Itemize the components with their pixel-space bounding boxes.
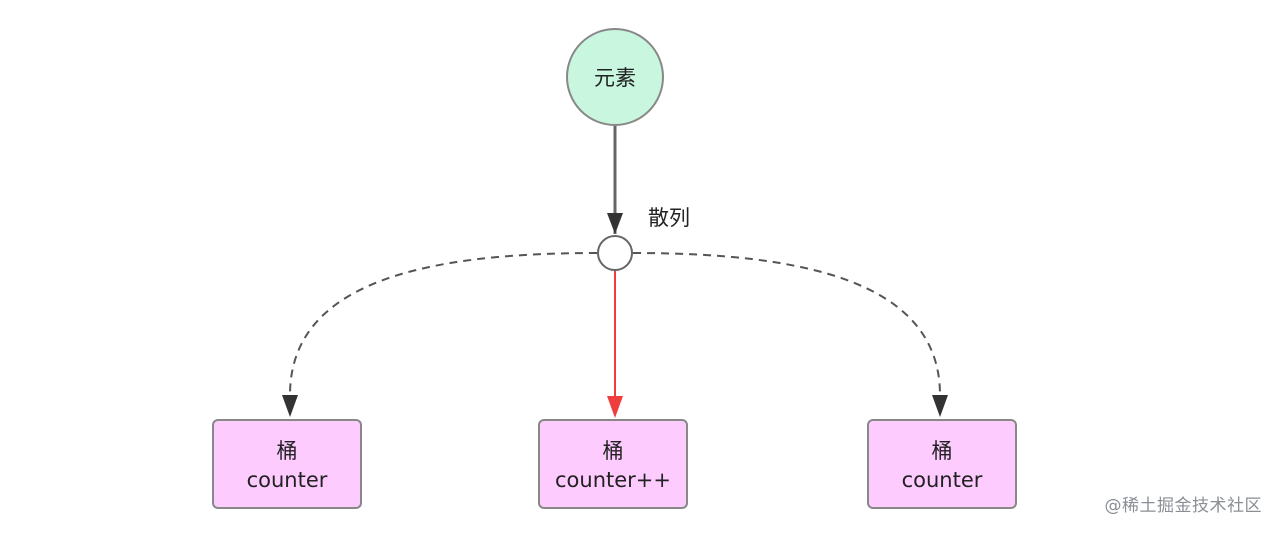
bucket-right-title: 桶 [932,439,953,463]
bucket-right: 桶 counter [867,419,1017,509]
bucket-left-title: 桶 [277,439,298,463]
bucket-right-value: counter [902,468,983,492]
bucket-left-value: counter [247,468,328,492]
hash-to-middle-arrowhead [607,396,623,418]
bucket-left: 桶 counter [212,419,362,509]
bucket-middle-value: counter++ [555,468,671,492]
dashed-arrow-left-head [282,395,298,417]
bucket-left-box [212,419,362,509]
watermark: @稀土掘金技术社区 [1104,496,1262,516]
element-to-hash-arrowhead [607,213,623,234]
bucket-right-box [867,419,1017,509]
dashed-arrow-left [289,252,598,396]
element-label: 元素 [594,66,636,90]
element-node: 元素 [566,28,664,126]
hash-point [597,235,633,271]
dashed-arrow-right [632,252,941,396]
dashed-arrow-right-head [932,395,948,417]
bucket-middle: 桶 counter++ [538,419,688,509]
hash-label: 散列 [648,206,690,230]
element-circle [566,28,664,126]
bucket-middle-box [538,419,688,509]
bucket-middle-title: 桶 [603,439,624,463]
